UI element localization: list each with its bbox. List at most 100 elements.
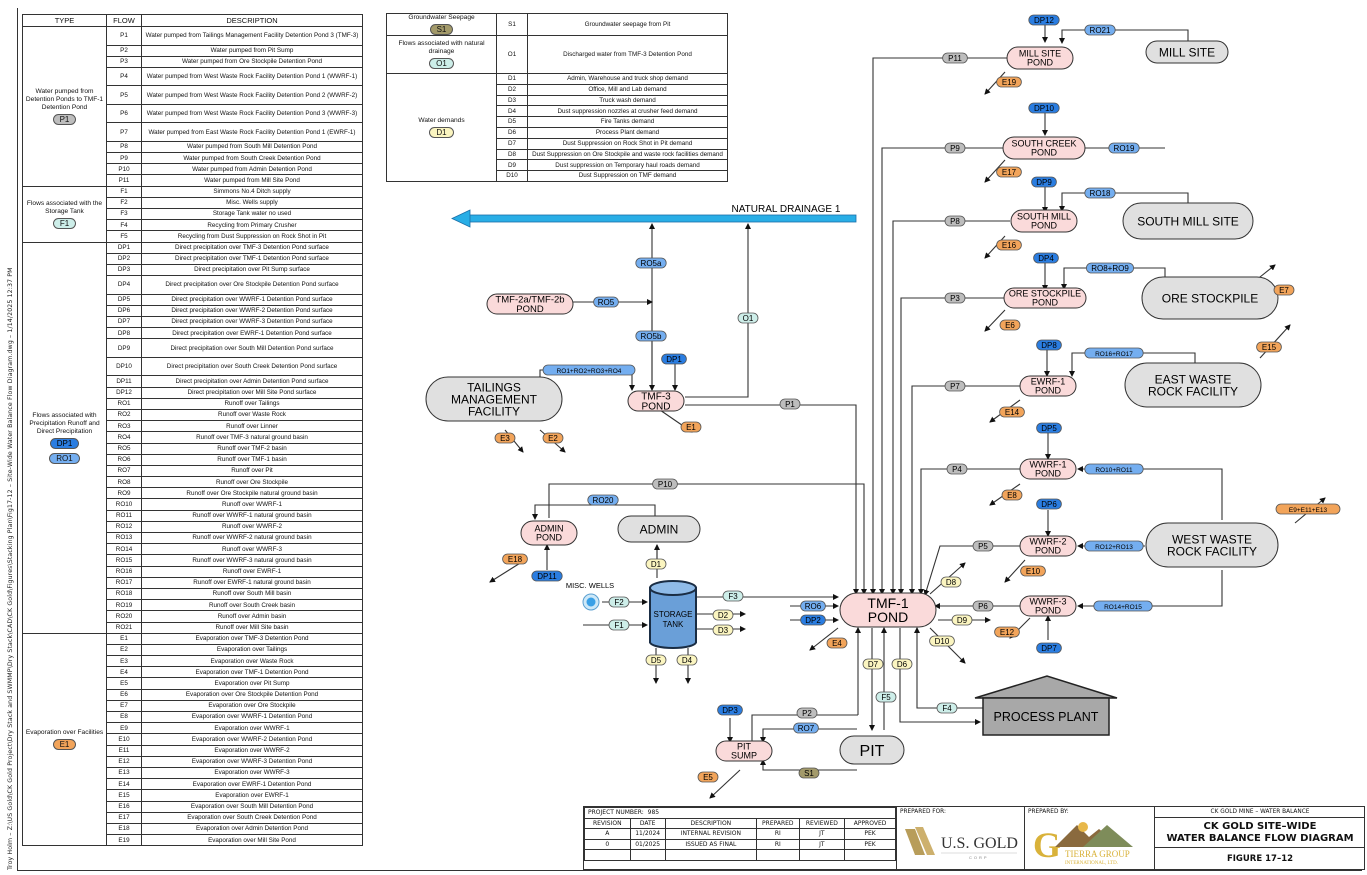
flow-badge-ro1-4: RO1+RO2+RO3+RO4 [542,364,636,376]
flow-badge-f4: F4 [936,702,958,714]
node-label: POND [1032,298,1059,308]
us-gold-logo: U.S. GOLD CORP [905,827,1018,860]
legend-flow-description: Dust Suppression on Ore Stockpile and wa… [527,148,728,161]
revision-cell [798,849,846,861]
legend-flow-description: Water pumped from Admin Detention Pond [141,163,363,176]
flow-badge-dp12: DP12 [1028,14,1060,26]
revision-cell [844,849,896,861]
legend-badge: RO1 [49,452,80,464]
flow-badge-label: D2 [718,611,729,620]
flow-badge-label: E5 [703,773,713,782]
revision-header: PREPARED [755,817,800,829]
flow-badge-label: P4 [952,465,962,474]
node-label: POND [1035,469,1062,479]
flow-badge-label: DP9 [1036,178,1052,187]
flow-badge-dp8: DP8 [1036,339,1062,351]
flow-badge-label: D9 [957,616,968,625]
node-label: SOUTH MILL [1017,212,1071,222]
flow-badge-d1: D1 [645,558,667,570]
flow-badge-label: F3 [728,592,738,601]
flow-badge-d2: D2 [712,609,734,621]
flow-badge-ro21: RO21 [1084,24,1116,36]
frame-border-left [17,8,18,871]
flow-badge-ro5b: RO5b [635,330,667,342]
flow-badge-label: RO21 [1090,26,1111,35]
revision-cell: JT [798,838,846,850]
revision-header: REVISION [584,817,631,829]
flow-line [760,759,857,771]
flow-line [1259,324,1291,359]
process-plant-label: PROCESS PLANT [994,710,1099,724]
flow-badge-e12: E12 [994,626,1020,638]
flow-badge-p10: P10 [652,478,678,490]
flow-line [890,220,1010,595]
flow-badge-p6: P6 [972,600,994,612]
legend-flow-code: F2 [106,196,142,210]
flow-badge-p8: P8 [944,215,966,227]
flow-line [548,483,867,595]
revision-cell: 01/2025 [629,838,666,850]
flow-badge-label: RO10+RO11 [1095,467,1133,474]
flow-badge-label: F4 [942,704,952,713]
process-plant: PROCESS PLANT [974,675,1118,736]
flow-badge-ro16-17: RO16+RO17 [1084,347,1144,359]
flow-badge-label: E18 [508,555,523,564]
node-label: PIT [737,742,752,752]
flow-line [923,545,1020,596]
flow-badge-f1: F1 [608,619,630,631]
flow-badge-label: F2 [614,598,624,607]
flow-line [1059,29,1189,44]
legend-flow-code: P3 [106,55,142,68]
flow-badge-label: RO5a [641,259,662,268]
legend-flow-description: Discharged water from TMF-3 Detention Po… [527,35,728,74]
flow-badge-e8: E8 [1001,489,1023,501]
flow-badge-e16: E16 [996,239,1022,251]
node-label: POND [1035,386,1062,396]
flow-badge-label: E16 [1002,241,1017,250]
flow-badge-label: DP11 [537,572,557,581]
flow-line [984,159,1006,183]
flow-badge-f5: F5 [875,691,897,703]
flow-badge-ro18: RO18 [1084,187,1116,199]
flow-badge-e3: E3 [494,432,516,444]
flow-badge-e19: E19 [996,76,1022,88]
flow-line [685,404,859,595]
flow-badge-ro6: RO6 [800,600,826,612]
flow-badge-label: RO16+RO17 [1095,351,1133,358]
flow-badge-dp4: DP4 [1033,252,1059,264]
flow-badge-label: E4 [832,639,842,648]
flow-badge-label: D3 [718,626,729,635]
legend-type-label: Flows associated with Precipitation Runo… [29,411,100,435]
legend-flow-description: Water pumped from Mill Site Pond [141,174,363,187]
drawing-title-line1: CK GOLD SITE–WIDE [1203,821,1317,832]
flow-badge-label: D5 [651,656,662,665]
flow-badge-e10: E10 [1020,565,1046,577]
flow-badge-e14: E14 [999,406,1025,418]
node-label: TMF-1 [867,595,908,611]
legend-type-label: Water pumped from Detention Ponds to TMF… [25,87,104,111]
flow-badge-dp9: DP9 [1031,176,1057,188]
tierra-group-logo: G TIERRA GROUP INTERNATIONAL, LTD. [1033,822,1133,866]
flow-badge-label: P6 [978,602,988,611]
legend-flow-description: Process Plant demand [527,126,728,139]
flow-badge-label: RO6 [805,602,822,611]
node-label: MILL SITE [1159,45,1215,59]
node-label: EAST WASTE [1155,372,1232,386]
flow-badge-p11: P11 [942,52,968,64]
flow-badge-label: P3 [950,294,960,303]
